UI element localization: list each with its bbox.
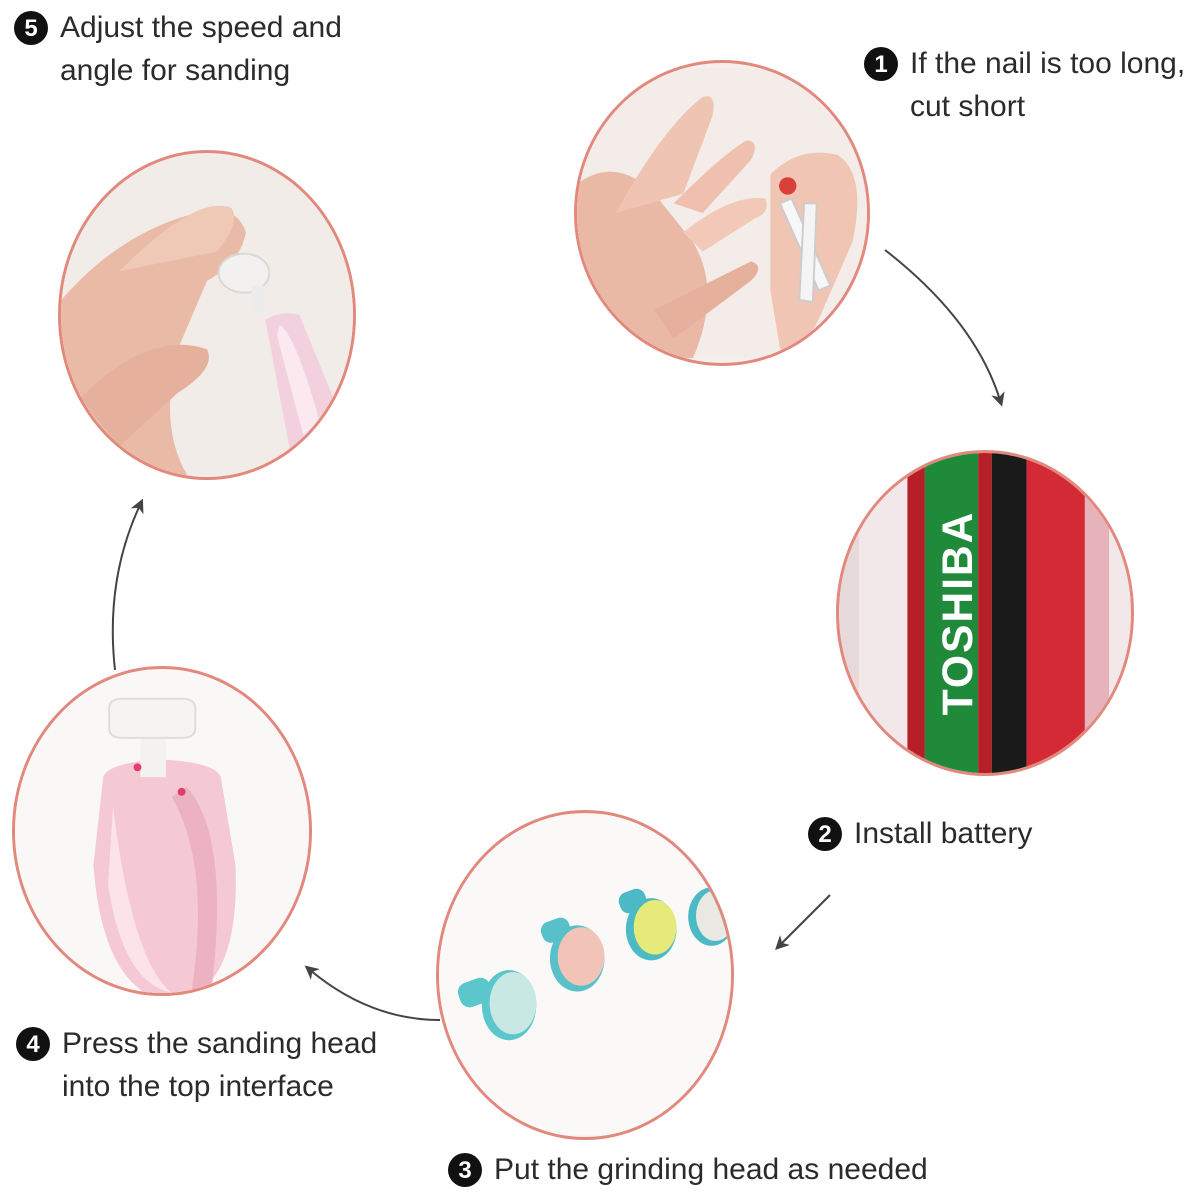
- step-3-number-badge: 3: [448, 1153, 482, 1187]
- step-5-label: 5 Adjust the speed and angle for sanding: [14, 6, 342, 92]
- step-1-number-badge: 1: [864, 47, 898, 81]
- step-4-photo: [12, 666, 312, 996]
- step-1-photo: [574, 60, 870, 366]
- step-3-text: Put the grinding head as needed: [494, 1153, 928, 1186]
- arrow-1-to-2: [884, 249, 1005, 407]
- grinding-head-pink: [540, 917, 605, 992]
- step-2-number-badge: 2: [808, 817, 842, 851]
- arrow-3-to-4: [304, 965, 441, 1021]
- battery-brand-label: TOSHIBA: [934, 511, 982, 716]
- grinding-head-yellow: [618, 888, 677, 961]
- step-3-photo: [436, 810, 734, 1140]
- step-2-label: 2 Install battery: [808, 812, 1032, 855]
- step-3-label: 3 Put the grinding head as needed: [448, 1148, 928, 1191]
- grinding-heads-illustration: [439, 814, 731, 1136]
- arrow-2-to-3: [775, 894, 831, 950]
- arrow-4-to-5: [111, 498, 144, 671]
- hand-scissors-illustration: [577, 68, 867, 358]
- step-1-text: If the nail is too long, cut short: [910, 47, 1186, 123]
- sanding-finger-illustration: [61, 154, 353, 476]
- grinding-head-blue: [457, 970, 537, 1041]
- step-2-text: Install battery: [854, 817, 1033, 850]
- step-5-number-badge: 5: [14, 11, 48, 45]
- step-5-photo: [58, 150, 356, 480]
- step-1-label: 1 If the nail is too long, cut short: [864, 42, 1185, 128]
- step-2-photo: TOSHIBA: [836, 450, 1134, 776]
- step-4-label: 4 Press the sanding head into the top in…: [16, 1022, 377, 1108]
- battery-illustration: TOSHIBA: [839, 453, 1131, 773]
- step-4-number-badge: 4: [16, 1027, 50, 1061]
- trimmer-body-illustration: [15, 669, 309, 993]
- step-5-text: Adjust the speed and angle for sanding: [60, 11, 342, 87]
- step-4-text: Press the sanding head into the top inte…: [62, 1027, 378, 1103]
